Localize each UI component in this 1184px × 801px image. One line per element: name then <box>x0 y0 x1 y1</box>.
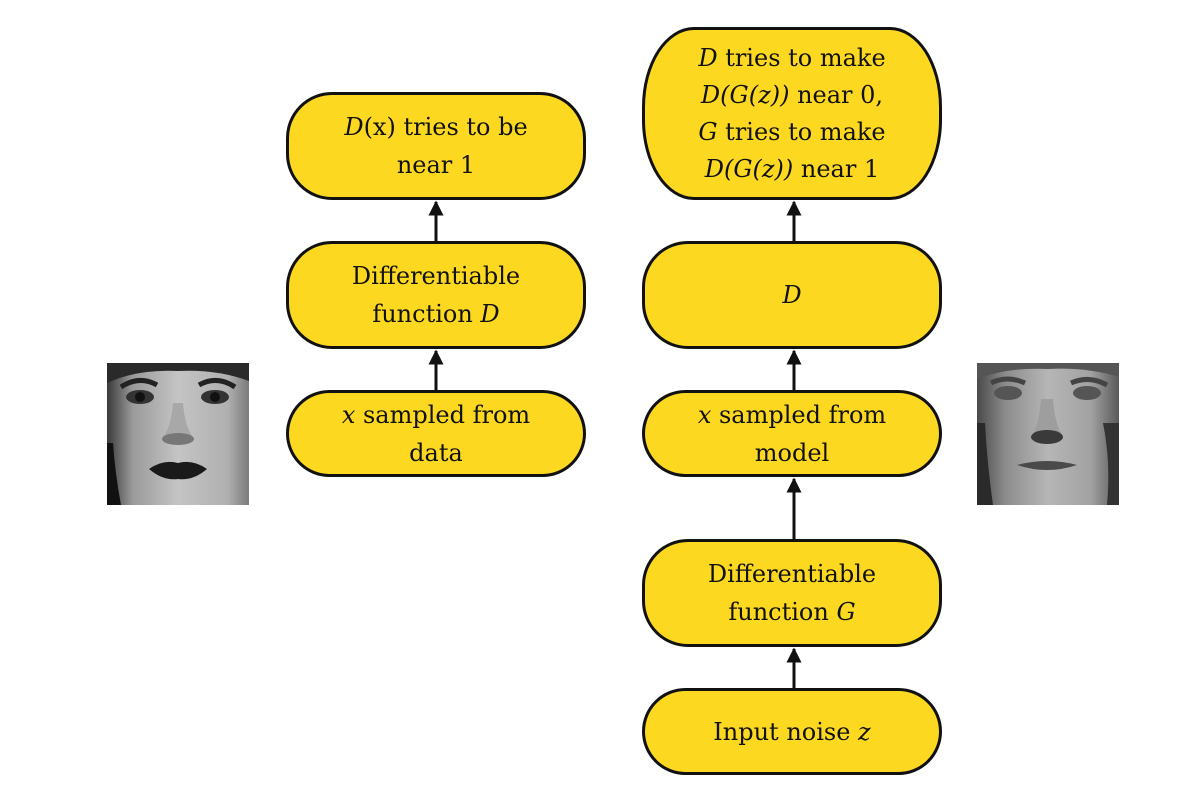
discriminator-real-line2: function <box>372 300 481 328</box>
noise-label: Input noise <box>713 717 859 746</box>
objective-line1: tries to make <box>717 43 886 72</box>
generator-line1: Differentiable <box>707 560 877 588</box>
objective-line4-symbol: D(G(z)) <box>704 154 794 183</box>
model-x-symbol: x <box>697 400 712 429</box>
discriminator-box-real: Differentiable function D <box>286 241 586 349</box>
objective-line1-symbol: D <box>698 43 718 72</box>
output-line2: near 1 <box>396 151 476 179</box>
data-line2: data <box>409 438 463 467</box>
data-sample-box: x sampled from data <box>286 390 586 477</box>
generator-g-symbol: G <box>836 598 856 626</box>
real-face-image <box>107 363 249 505</box>
generator-box: Differentiable function G <box>642 539 942 647</box>
objective-line2-symbol: D(G(z)) <box>700 80 790 109</box>
objective-line2: near 0, <box>789 80 884 109</box>
discriminator-real-symbol: D <box>480 300 500 328</box>
model-sample-box: x sampled from model <box>642 390 942 477</box>
output-line1: (x) tries to be <box>363 113 528 141</box>
generated-face-image <box>977 363 1119 505</box>
noise-z-symbol: z <box>858 717 871 746</box>
objective-line3: tries to make <box>717 117 886 146</box>
discriminator-real-line1: Differentiable <box>351 262 521 290</box>
data-x-symbol: x <box>341 400 356 429</box>
discriminator-box-fake: D <box>642 241 942 349</box>
objective-box: D tries to make D(G(z)) near 0, G tries … <box>642 27 942 200</box>
real-output-box: D(x) tries to be near 1 <box>286 92 586 200</box>
discriminator-fake-symbol: D <box>782 281 802 309</box>
model-line1: sampled from <box>711 400 887 429</box>
model-line2: model <box>754 438 830 467</box>
output-d-symbol: D <box>344 113 364 141</box>
noise-box: Input noise z <box>642 688 942 775</box>
objective-line4: near 1 <box>793 154 880 183</box>
objective-line3-symbol: G <box>698 117 718 146</box>
data-line1: sampled from <box>355 400 531 429</box>
generator-line2: function <box>728 598 837 626</box>
